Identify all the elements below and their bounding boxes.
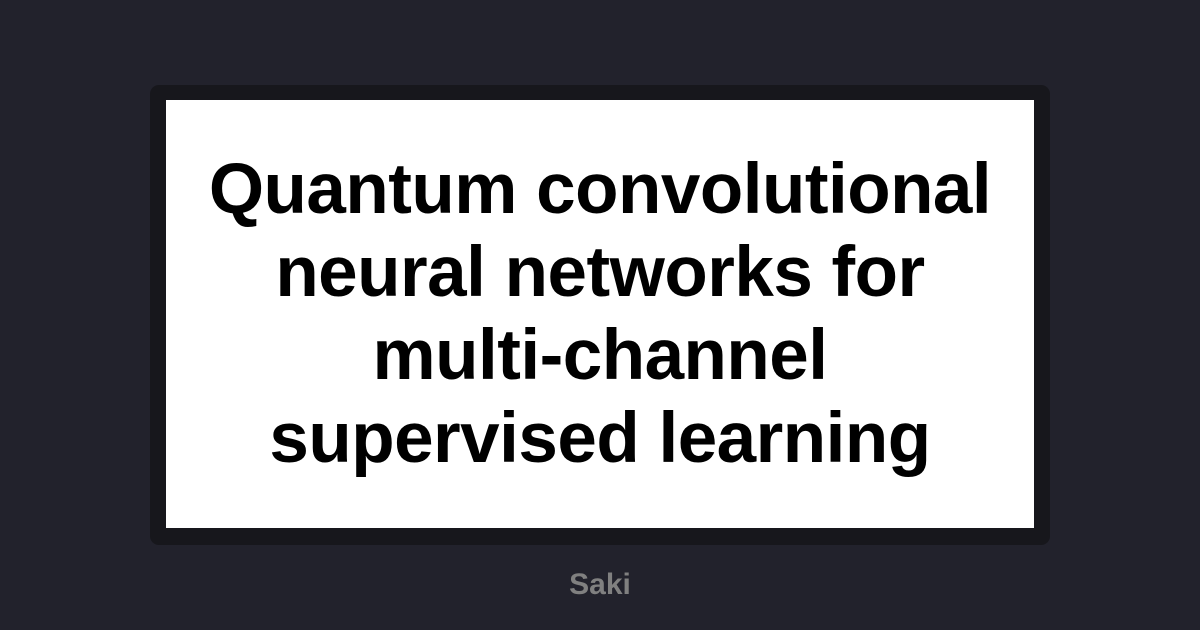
- preview-card-surface: Quantum convolutional neural networks fo…: [166, 100, 1034, 600]
- page-title: Quantum convolutional neural networks fo…: [166, 100, 1034, 528]
- page-title-line-4: supervised learning: [269, 399, 931, 478]
- page-title-line-1: Quantum convolutional: [208, 150, 992, 229]
- page-title-line-2: neural networks for: [275, 233, 925, 312]
- preview-card-frame: Quantum convolutional neural networks fo…: [150, 85, 1050, 600]
- page-title-line-3: multi-channel: [372, 316, 828, 395]
- author-byline: Saki: [569, 568, 631, 601]
